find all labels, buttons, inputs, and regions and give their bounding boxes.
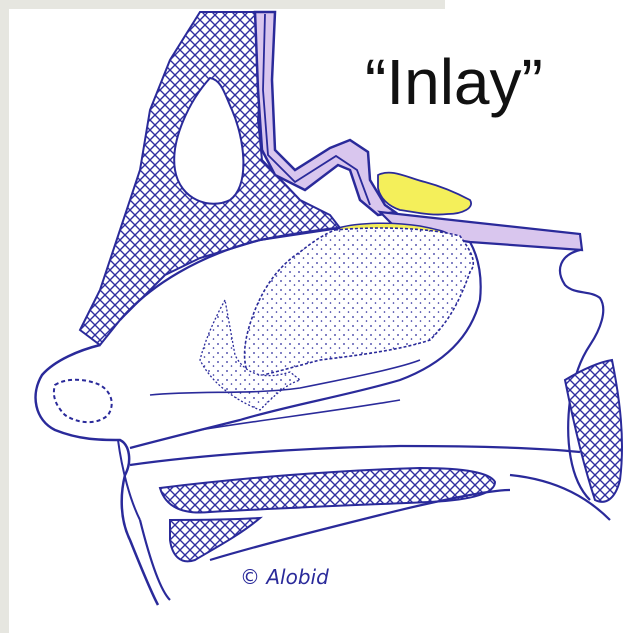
septal-cartilage	[245, 228, 474, 378]
inlay-graft-yellow	[378, 173, 471, 215]
inner-curve	[150, 360, 420, 430]
nostril	[54, 380, 112, 422]
maxilla-hatched	[170, 518, 260, 561]
nasal-floor	[130, 446, 580, 465]
palate-hatched	[160, 468, 495, 513]
author-signature: © Alobid	[240, 562, 380, 592]
inlay-title: “Inlay”	[365, 42, 605, 122]
posterior-bone-hatched	[565, 360, 622, 502]
